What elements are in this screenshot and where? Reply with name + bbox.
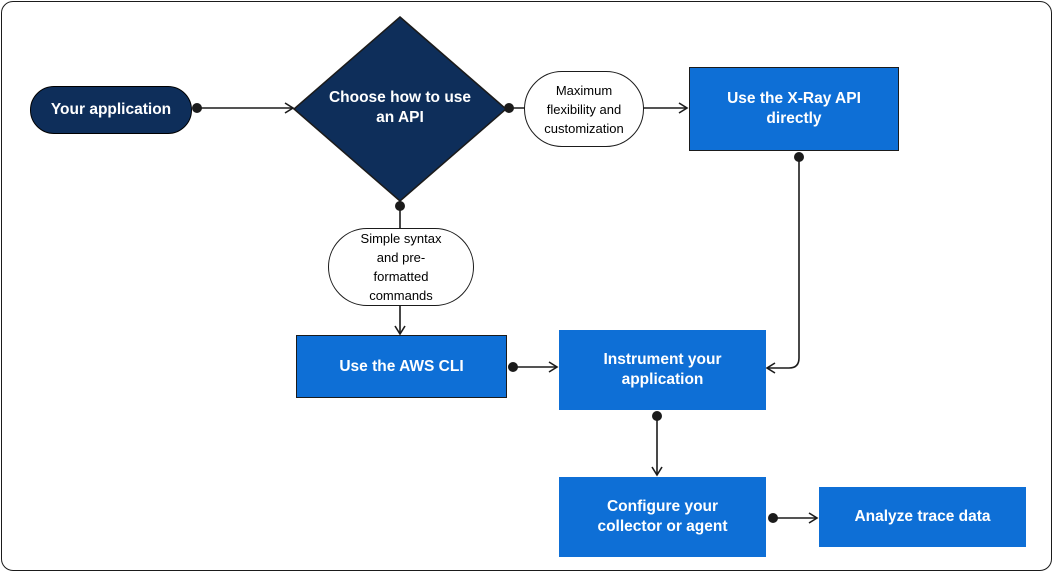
instrument-node: Instrument your application [559,330,766,410]
simple-text: Simple syntax and pre-formatted commands [360,231,442,303]
aws-cli-node: Use the AWS CLI [296,335,507,398]
flexibility-edge-label: Maximum flexibility and customization [524,71,644,147]
port-dot [768,513,778,523]
your-application-label: Your application [50,101,172,118]
edge-xray-to-instrument [765,157,800,374]
your-application-node: Your application [30,86,192,134]
configure-label: Configure your collector or agent [597,498,728,535]
xray-api-label: Use the X-Ray API directly [727,90,861,127]
analyze-node: Analyze trace data [819,487,1026,547]
port-dot [652,411,662,421]
simple-edge-label: Simple syntax and pre-formatted commands [328,228,474,306]
port-dot [395,201,405,211]
port-dot [504,103,514,113]
port-dot [794,152,804,162]
port-dot [192,103,202,113]
decision-label: Choose how to use an API [328,89,472,126]
port-dot [508,362,518,372]
instrument-label: Instrument your application [603,351,722,388]
flexibility-text: Maximum flexibility and customization [544,82,624,136]
aws-cli-label: Use the AWS CLI [339,357,464,375]
analyze-label: Analyze trace data [854,508,991,525]
xray-api-node: Use the X-Ray API directly [689,67,899,151]
decision-diamond [292,16,508,202]
configure-node: Configure your collector or agent [559,477,766,557]
